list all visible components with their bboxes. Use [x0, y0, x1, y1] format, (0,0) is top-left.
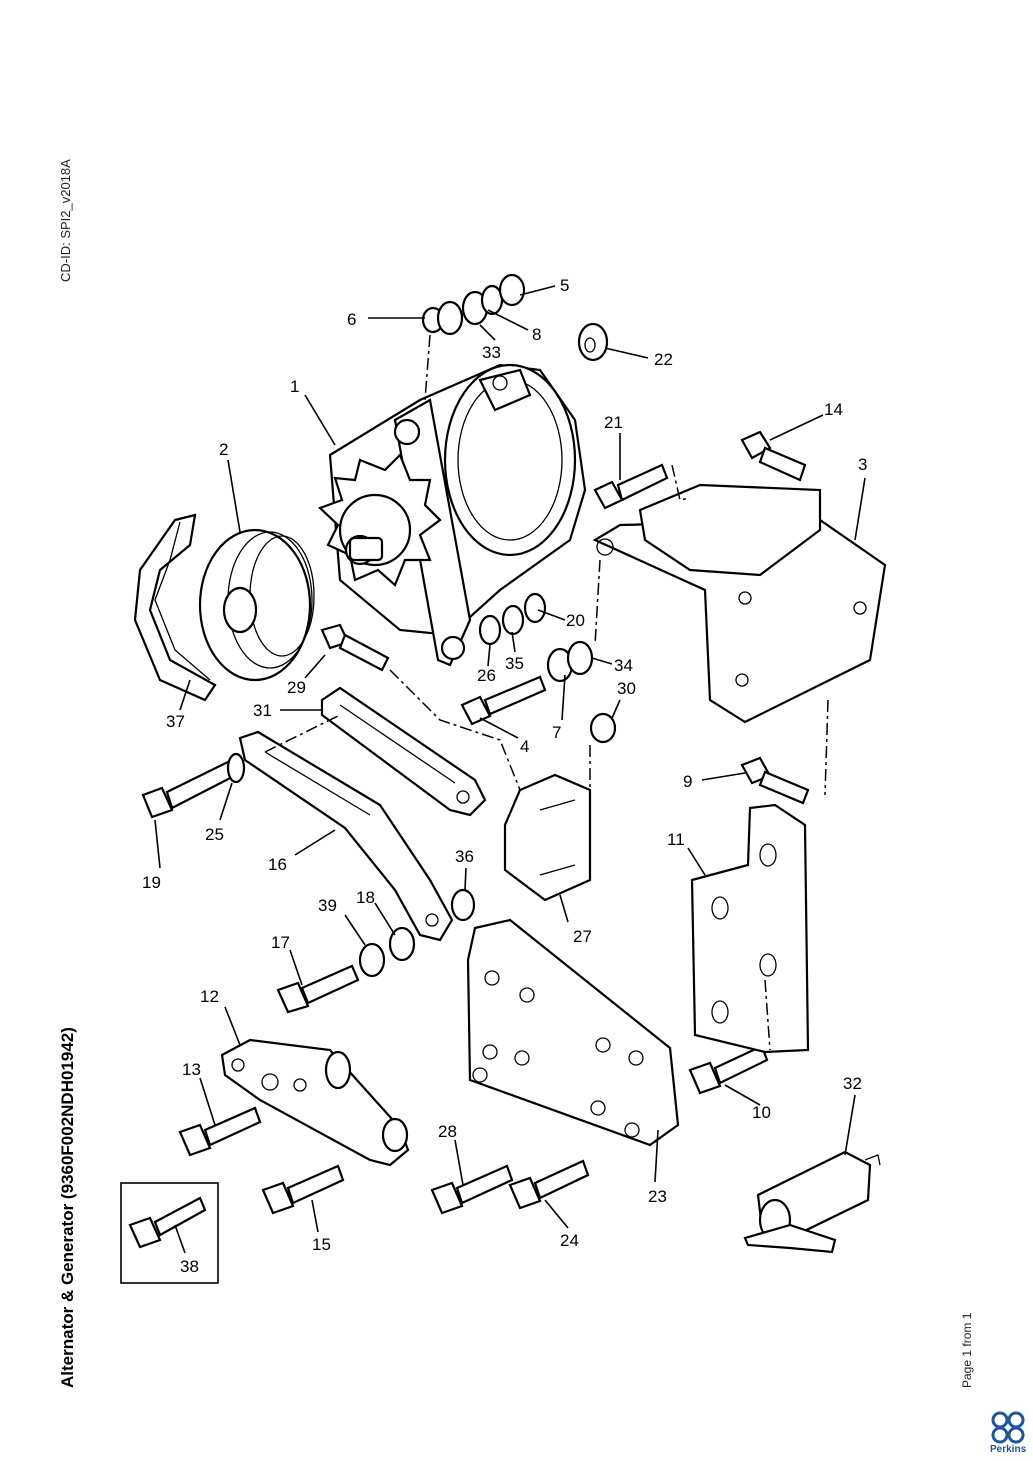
bolt-15: [261, 1164, 345, 1215]
washer-stack-20-26-35: [478, 592, 547, 646]
callout-22: 22: [654, 350, 673, 369]
callout-6: 6: [347, 310, 356, 329]
callout-37: 37: [166, 712, 185, 731]
callout-38: 38: [180, 1257, 199, 1276]
callout-7: 7: [552, 723, 561, 742]
bolt-28: [430, 1164, 514, 1215]
callout-25: 25: [205, 825, 224, 844]
callout-36: 36: [455, 847, 474, 866]
callout-17: 17: [271, 933, 290, 952]
callout-labels: 1 2 3 4 5 6 7 8 9 10 11 12 13 14 15 16 1…: [142, 276, 867, 1276]
belt-part: [133, 513, 217, 702]
inset-box-38: [120, 1182, 219, 1284]
callout-24: 24: [560, 1231, 579, 1250]
assembly-line: [594, 559, 601, 646]
callout-15: 15: [312, 1235, 331, 1254]
washer-36: [450, 888, 476, 922]
callout-21: 21: [604, 413, 623, 432]
bolt-14: [740, 430, 807, 482]
callout-29: 29: [287, 678, 306, 697]
bolt-9: [740, 756, 810, 805]
callout-1: 1: [290, 377, 299, 396]
bolt-21: [593, 463, 669, 510]
link-bracket-part: [220, 1038, 410, 1167]
spacer-block-part: [503, 773, 592, 902]
bolt-13: [178, 1106, 262, 1157]
bolt-24: [508, 1159, 590, 1210]
callout-34: 34: [614, 656, 633, 675]
stud-nut-stack: [421, 273, 526, 336]
alternator-part: [317, 363, 587, 667]
bolt-17: [276, 964, 360, 1014]
support-strap-part: [238, 730, 454, 942]
callout-20: 20: [566, 611, 585, 630]
callout-3: 3: [858, 455, 867, 474]
callout-16: 16: [268, 855, 287, 874]
leader-lines: [154, 285, 866, 1254]
washer-stack-7-34: [546, 640, 594, 683]
assembly-line: [264, 714, 341, 753]
callout-32: 32: [843, 1074, 862, 1093]
callout-13: 13: [182, 1060, 201, 1079]
adjuster-plate-part: [690, 803, 810, 1054]
callout-4: 4: [520, 737, 529, 756]
callout-2: 2: [219, 440, 228, 459]
callout-33: 33: [482, 343, 501, 362]
adjusting-link-part: [320, 686, 487, 817]
callout-26: 26: [477, 666, 496, 685]
washers-18-39: [358, 926, 416, 978]
assembly-line: [671, 464, 691, 501]
callout-31: 31: [253, 701, 272, 720]
resistor-part: [743, 1150, 881, 1254]
callout-19: 19: [142, 873, 161, 892]
assembly-line: [424, 334, 431, 401]
perkins-logo-icon: [991, 1411, 1025, 1444]
callout-10: 10: [752, 1103, 771, 1122]
pulley-part: [198, 528, 315, 682]
callout-5: 5: [560, 276, 569, 295]
grommet-part: [577, 322, 609, 362]
callout-11: 11: [667, 830, 685, 849]
bolt-10: [688, 1044, 769, 1095]
mounting-plate-part: [466, 918, 680, 1147]
washer-30: [589, 712, 617, 744]
brand-name: Perkins: [990, 1444, 1027, 1455]
mounting-bracket-part: [592, 483, 887, 724]
bolt-19: [141, 752, 246, 819]
assembly-line: [389, 669, 521, 791]
assembly-line: [764, 979, 771, 1051]
callout-30: 30: [617, 679, 636, 698]
callout-28: 28: [438, 1122, 457, 1141]
callout-8: 8: [532, 325, 541, 344]
callout-27: 27: [573, 927, 592, 946]
assembly-line: [824, 699, 829, 796]
callout-18: 18: [356, 888, 375, 907]
callout-14: 14: [824, 400, 843, 419]
callout-35: 35: [505, 654, 524, 673]
callout-23: 23: [648, 1187, 667, 1206]
bolt-29: [320, 623, 390, 672]
callout-12: 12: [200, 987, 219, 1006]
callout-9: 9: [683, 772, 692, 791]
callout-39: 39: [318, 896, 337, 915]
bolt-4: [460, 675, 547, 726]
